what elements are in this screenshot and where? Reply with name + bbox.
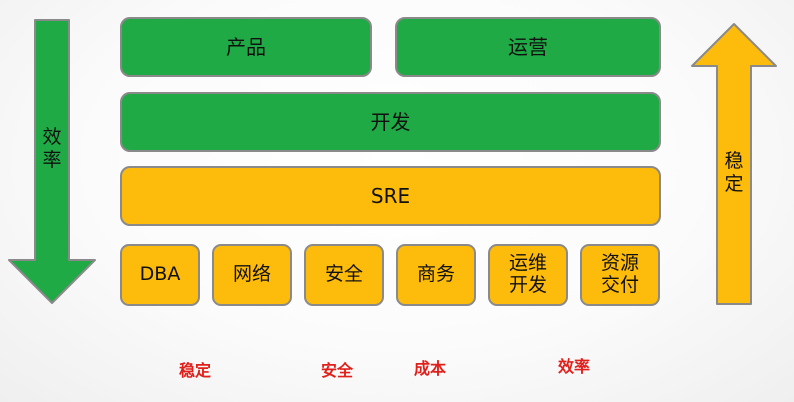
operations-label: 运营 [508,34,548,59]
efficiency-down-arrow-icon [8,19,96,304]
team-box-security: 安全 [304,244,384,306]
bottom-label-cost: 成本 [414,359,447,378]
team-label-line1: 安全 [324,263,363,286]
stability-up-arrow-icon [691,23,777,305]
team-label-line1: 运维 [508,252,547,275]
right-arrow-label: 稳定 [722,150,746,196]
team-label-line1: 网络 [232,263,271,286]
right-arrow-label-text: 稳定 [724,150,744,195]
team-label-line2: 交付 [600,274,639,296]
team-label-line1: 资源 [600,252,639,275]
team-label-line1: 商务 [416,263,455,286]
left-arrow-label: 效率 [40,126,64,172]
team-box-network: 网络 [212,244,292,306]
bottom-label-stability: 稳定 [179,361,212,380]
product-box: 产品 [120,17,372,77]
development-box: 开发 [120,92,661,152]
team-box-dba: DBA [120,244,200,306]
development-label: 开发 [370,109,411,134]
team-box-business: 商务 [396,244,476,306]
left-arrow-label-text: 效率 [42,126,62,171]
team-box-ops-dev: 运维 开发 [488,244,568,306]
team-label-line2: 开发 [508,274,547,296]
bottom-label-efficiency: 效率 [558,357,591,376]
operations-box: 运营 [395,17,661,77]
sre-box: SRE [120,166,661,226]
sre-label: SRE [370,183,411,208]
team-label-line1: DBA [139,263,181,286]
product-label: 产品 [226,34,266,59]
bottom-label-security: 安全 [321,361,354,380]
team-box-resource-delivery: 资源 交付 [580,244,660,306]
